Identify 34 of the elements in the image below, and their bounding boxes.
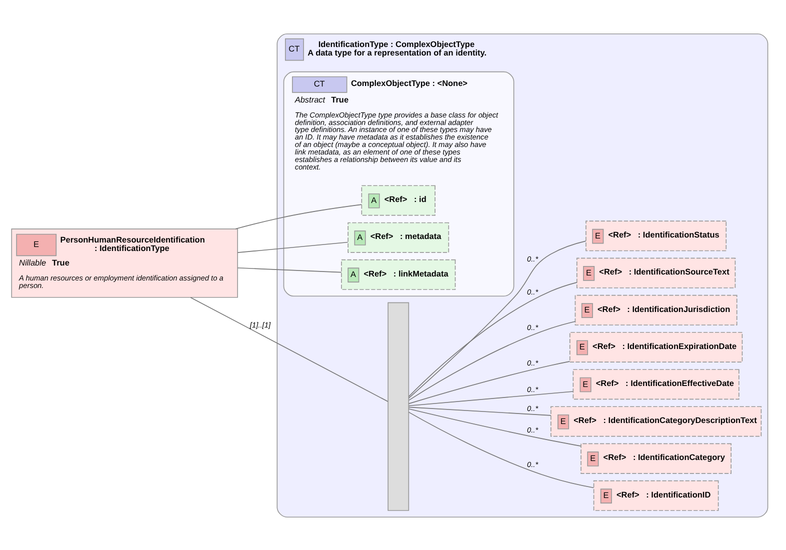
edge-label: 0..* [526, 287, 538, 296]
edge-label: 0..* [526, 254, 538, 264]
connector [408, 411, 594, 488]
connector [237, 241, 348, 252]
node-box: A <Ref> : metadata [348, 222, 450, 252]
connector [408, 360, 570, 404]
edge-label: 0..* [526, 424, 538, 434]
edge-label: 0..* [526, 322, 538, 332]
node-box: E <Ref> : IdentificationJurisdiction [574, 294, 738, 325]
connector [408, 406, 552, 416]
node-box: E <Ref> : IdentificationExpirationDate [569, 331, 743, 362]
node-box: E <Ref> : IdentificationEffectiveDate [572, 368, 740, 400]
connector [408, 408, 582, 446]
node-box: E <Ref> : IdentificationCategoryDescriptionText [550, 406, 762, 436]
connector [237, 266, 342, 272]
connector [408, 390, 574, 406]
node-box: E <Ref> : IdentificationSourceText [576, 257, 736, 288]
connector [408, 282, 578, 397]
node-box: A <Ref> : id [361, 184, 436, 216]
edge-label: 0..* [526, 358, 538, 368]
edge-label: 0..* [526, 403, 538, 412]
node-box: E <Ref> : IdentificationCategory [580, 442, 732, 474]
connector [190, 296, 388, 402]
node-box: A <Ref> : linkMetadata [341, 258, 456, 290]
node-bar [388, 302, 410, 510]
connector [235, 204, 362, 229]
connector [408, 320, 576, 400]
connector [408, 240, 586, 398]
node-box: E <Ref> : IdentificationID [593, 480, 719, 510]
node-box: E PersonHumanResourceIdentification : IdentificationType Nillable True A human resources or employment identification assigned to a person. [11, 228, 238, 298]
edge-label: 0..* [526, 459, 538, 468]
edge-label: 0..* [526, 384, 538, 394]
edge-label: [1]..[1] [250, 320, 271, 330]
node-box: E <Ref> : IdentificationStatus [586, 220, 727, 251]
